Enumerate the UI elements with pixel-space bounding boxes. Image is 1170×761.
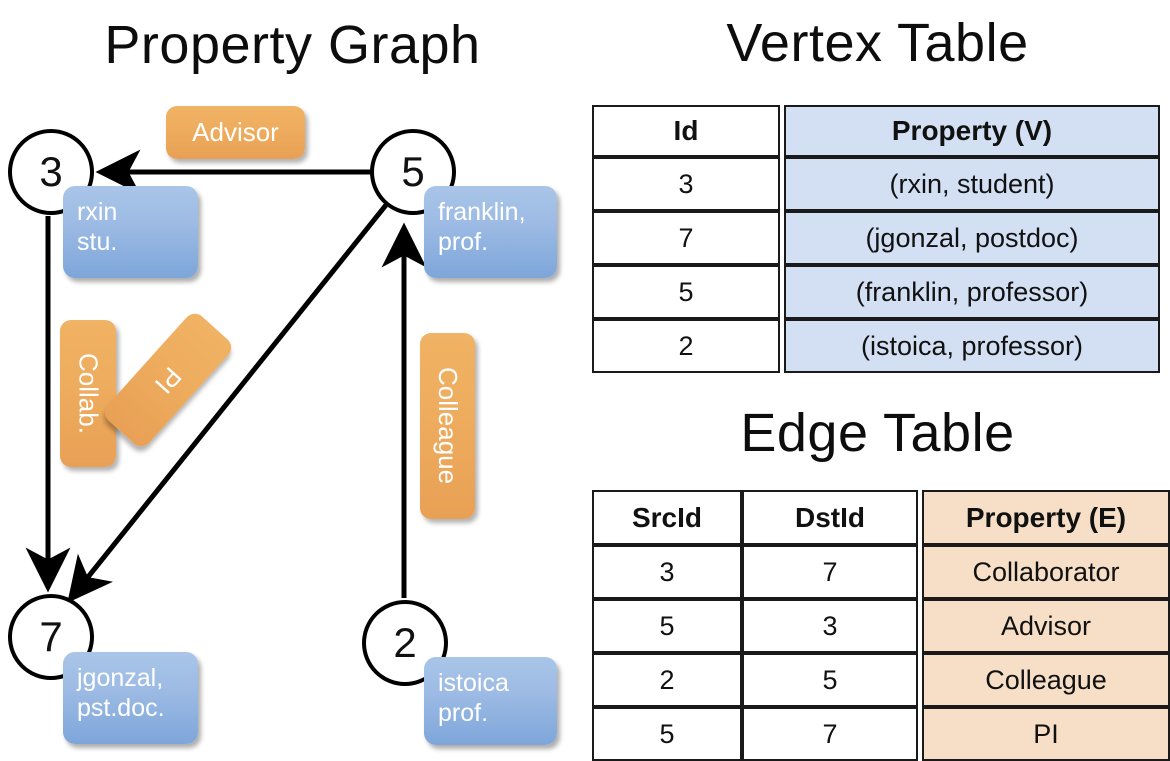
column-gap (780, 319, 784, 373)
cell-id: 2 (592, 319, 780, 373)
cell-property: (jgonzal, postdoc) (784, 211, 1160, 265)
table-header-row: Id Property (V) (592, 105, 1160, 157)
column-gap (918, 599, 922, 653)
cell-id: 5 (592, 265, 780, 319)
edge-label-text: Collab. (73, 353, 104, 434)
cell-dstid: 7 (742, 707, 918, 761)
page-title-edge-table: Edge Table (740, 403, 1015, 463)
edge-label-text: Advisor (192, 117, 279, 147)
column-header-srcid: SrcId (592, 490, 742, 545)
table-row: 2 (istoica, professor) (592, 319, 1160, 373)
vertex-property-line-1: franklin, (438, 198, 526, 226)
vertex-node-5[interactable]: 5 (370, 129, 456, 215)
cell-srcid: 2 (592, 653, 742, 707)
table-row: 5 7 PI (592, 707, 1170, 761)
vertex-property-line-2: pst.doc. (77, 693, 165, 722)
cell-srcid: 3 (592, 545, 742, 599)
vertex-property-line-1: rxin (77, 198, 118, 226)
column-gap (780, 211, 784, 265)
cell-property: Advisor (922, 599, 1170, 653)
column-gap (918, 653, 922, 707)
cell-srcid: 5 (592, 599, 742, 653)
column-header-property-v: Property (V) (784, 105, 1160, 157)
column-header-dstid: DstId (742, 490, 918, 545)
table-header-row: SrcId DstId Property (E) (592, 490, 1170, 545)
table-row: 5 (franklin, professor) (592, 265, 1160, 319)
vertex-property-box-jgonzal: jgonzal, pst.doc. (63, 652, 198, 744)
edge-label-colleague: Colleague (420, 333, 475, 519)
edge-label-text: Colleague (433, 367, 463, 485)
column-gap (918, 490, 922, 545)
column-gap (780, 157, 784, 211)
column-gap (918, 707, 922, 761)
table-row: 2 5 Colleague (592, 653, 1170, 707)
edge-5-to-7 (67, 203, 388, 603)
column-gap (780, 105, 784, 157)
cell-dstid: 7 (742, 545, 918, 599)
cell-dstid: 3 (742, 599, 918, 653)
vertex-property-box-franklin: franklin, prof. (424, 186, 557, 278)
table-row: 5 3 Advisor (592, 599, 1170, 653)
edge-label-text: PI (149, 361, 188, 400)
edge-label-advisor: Advisor (166, 106, 305, 159)
vertex-property-line-1: istoica (438, 669, 509, 697)
vertex-property-box-istoica: istoica prof. (424, 657, 557, 745)
cell-property: PI (922, 707, 1170, 761)
vertex-property-line-1: jgonzal, (77, 664, 164, 692)
column-header-property-e: Property (E) (922, 490, 1170, 545)
cell-id: 7 (592, 211, 780, 265)
edge-label-collab: Collab. (60, 320, 116, 467)
vertex-property-line-2: prof. (438, 698, 489, 727)
vertex-table: Id Property (V) 3 (rxin, student) 7 (jgo… (592, 105, 1160, 373)
page-title-vertex-table: Vertex Table (726, 13, 1029, 73)
cell-id: 3 (592, 157, 780, 211)
vertex-property-line-2: stu. (77, 227, 118, 256)
cell-property: (franklin, professor) (784, 265, 1160, 319)
column-header-id: Id (592, 105, 780, 157)
graph-edges-svg (25, 149, 427, 603)
cell-property: (istoica, professor) (784, 319, 1160, 373)
cell-property: (rxin, student) (784, 157, 1160, 211)
cell-srcid: 5 (592, 707, 742, 761)
page-title-property-graph: Property Graph (104, 15, 481, 75)
table-row: 3 7 Collaborator (592, 545, 1170, 599)
vertex-property-box-rxin: rxin stu. (63, 186, 198, 278)
table-row: 7 (jgonzal, postdoc) (592, 211, 1160, 265)
cell-property: Colleague (922, 653, 1170, 707)
property-graph-panel: Property Graph 3 5 7 2 rxin stu. frankli… (0, 0, 585, 760)
vertex-property-line-2: prof. (438, 227, 489, 256)
column-gap (918, 545, 922, 599)
table-row: 3 (rxin, student) (592, 157, 1160, 211)
column-gap (780, 265, 784, 319)
cell-property: Collaborator (922, 545, 1170, 599)
edge-table: SrcId DstId Property (E) 3 7 Collaborato… (592, 490, 1170, 761)
cell-dstid: 5 (742, 653, 918, 707)
vertex-node-2[interactable]: 2 (362, 600, 448, 686)
